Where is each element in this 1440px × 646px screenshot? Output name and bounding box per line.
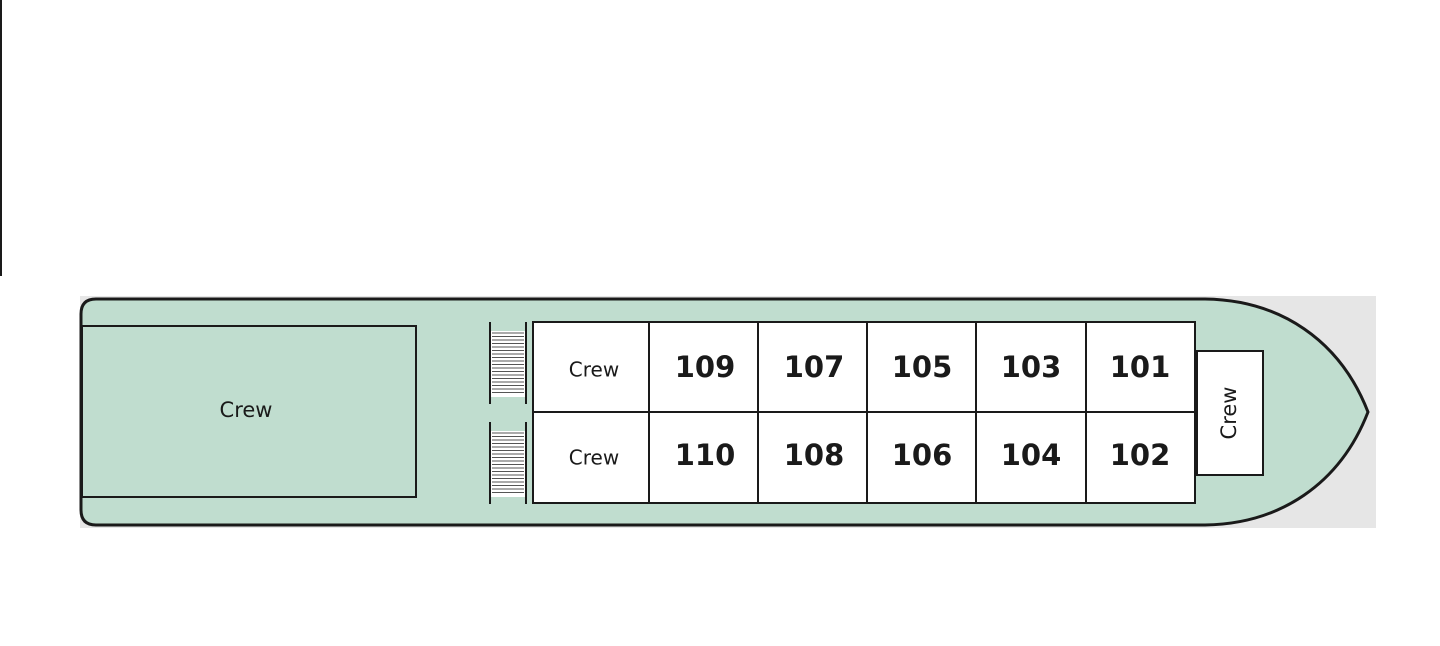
cabin-row-bottom: Crew 110 108 106 104 102: [532, 411, 1196, 504]
cabin-107-label: 107: [784, 350, 845, 384]
cabin-106[interactable]: [866, 411, 977, 504]
bow-crew-label: Crew: [1217, 387, 1241, 440]
cabin-105[interactable]: [866, 321, 977, 413]
cabin-106-label: 106: [892, 438, 953, 472]
cabin-crew-top-label: Crew: [569, 358, 619, 382]
cabin-109-label: 109: [675, 350, 736, 384]
cabin-103[interactable]: [975, 321, 1087, 413]
bow-crew-area[interactable]: [1196, 350, 1264, 476]
aft-crew-area[interactable]: [81, 325, 417, 498]
staircase-icon: [489, 322, 527, 404]
cabin-110[interactable]: [648, 411, 759, 504]
cabin-105-label: 105: [892, 350, 953, 384]
cabin-107[interactable]: [757, 321, 868, 413]
cabin-102[interactable]: [1085, 411, 1196, 504]
cabin-101[interactable]: [1085, 321, 1196, 413]
aft-crew-label: Crew: [220, 398, 273, 422]
cabin-104-label: 104: [1001, 438, 1062, 472]
staircase-icon: [489, 422, 527, 504]
cabin-102-label: 102: [1110, 438, 1171, 472]
cabin-crew-bottom-label: Crew: [569, 446, 619, 470]
cabin-row-top: Crew 109 107 105 103 101: [532, 321, 1196, 413]
cabin-108[interactable]: [757, 411, 868, 504]
cabin-109[interactable]: [648, 321, 759, 413]
cabin-103-label: 103: [1001, 350, 1062, 384]
cabin-108-label: 108: [784, 438, 845, 472]
cabin-crew-bottom[interactable]: [532, 411, 650, 504]
cabin-101-label: 101: [1110, 350, 1171, 384]
cabin-110-label: 110: [675, 438, 736, 472]
cabin-104[interactable]: [975, 411, 1087, 504]
